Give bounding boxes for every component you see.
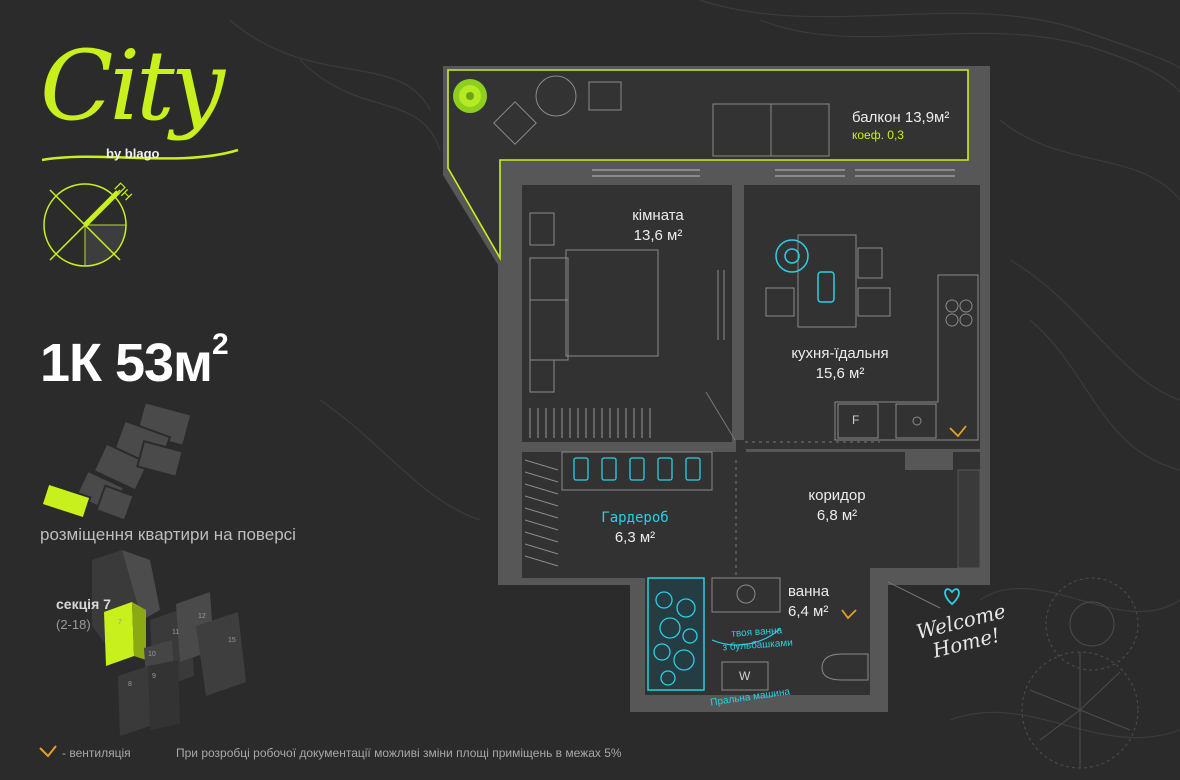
section-label-12: 12 xyxy=(198,613,206,620)
section-label-8: 8 xyxy=(128,681,132,688)
section-label-10: 10 xyxy=(148,651,156,658)
logo-swoosh xyxy=(41,148,239,162)
person-icon xyxy=(775,239,835,303)
section-map xyxy=(92,550,246,736)
balcony-area xyxy=(443,66,990,265)
section-label-7: 7 xyxy=(118,619,122,626)
vent-legend-icon xyxy=(39,745,57,758)
apartment-title: 1К 53м2 xyxy=(40,328,229,393)
wardrobe-furniture xyxy=(524,451,713,567)
fridge-letter: F xyxy=(852,413,860,427)
balcony-label: балкон 13,9м² коеф. 0,3 xyxy=(852,109,950,142)
floor-position-map xyxy=(40,401,193,522)
legend-vent: - вентиляція xyxy=(62,746,131,760)
topo-lines xyxy=(229,0,1180,739)
section-name: секція 7 xyxy=(56,596,111,612)
bathroom-furniture xyxy=(647,577,869,691)
tree-icon xyxy=(1021,577,1139,769)
section-label-11: 11 xyxy=(172,629,179,636)
brand-byline: by blago xyxy=(106,146,160,161)
section-label-15: 15 xyxy=(228,637,236,644)
vent-icon xyxy=(949,425,967,438)
floor-caption: розміщення квартири на поверсі xyxy=(40,525,296,544)
compass-icon xyxy=(43,183,127,267)
plant-icon xyxy=(453,79,487,113)
section-floors: (2-18) xyxy=(56,617,91,632)
heart-icon xyxy=(944,588,960,606)
brand-logo: City xyxy=(40,30,225,142)
kitchen-furniture xyxy=(765,234,979,441)
section-label-9: 9 xyxy=(152,673,156,680)
shirt-icons xyxy=(573,457,701,481)
room-furniture xyxy=(529,212,725,393)
disclaimer-note: При розробці робочої документації можлив… xyxy=(176,746,622,760)
washer-letter: W xyxy=(739,669,751,683)
